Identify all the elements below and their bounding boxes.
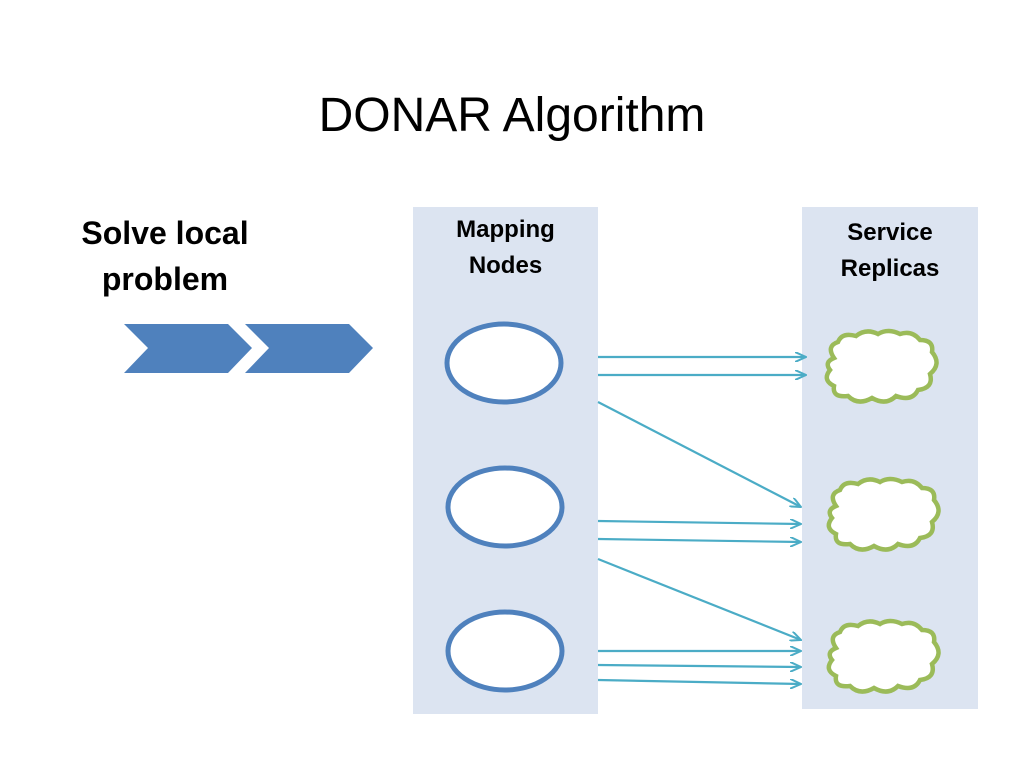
connection-arrow	[597, 680, 801, 684]
service-label-line2: Replicas	[840, 255, 940, 282]
chevron-arrow-1	[124, 324, 252, 373]
cloud-icon	[826, 476, 941, 552]
mapping-nodes-label: Mapping Nodes	[413, 212, 598, 284]
connection-arrows	[597, 357, 806, 684]
service-replicas-label: Service Replicas	[802, 215, 978, 287]
step-label-line1: Solve local	[81, 215, 249, 251]
mapping-node	[444, 321, 564, 405]
step-label-line2: problem	[101, 261, 229, 297]
cloud-icon	[824, 328, 939, 404]
chevron-arrow-2	[245, 324, 373, 373]
connection-arrow	[597, 557, 801, 640]
mapping-label-line2: Nodes	[468, 252, 543, 279]
cloud-icon	[826, 618, 941, 694]
mapping-node	[445, 465, 565, 549]
connection-arrow	[597, 539, 801, 542]
connection-arrow	[597, 521, 801, 524]
step-label: Solve local problem	[60, 210, 270, 302]
slide-title: DONAR Algorithm	[318, 89, 706, 142]
connection-arrow	[597, 665, 801, 667]
mapping-label-line1: Mapping	[456, 216, 555, 243]
connection-arrow	[597, 401, 801, 507]
service-label-line1: Service	[847, 219, 933, 246]
mapping-node	[445, 609, 565, 693]
